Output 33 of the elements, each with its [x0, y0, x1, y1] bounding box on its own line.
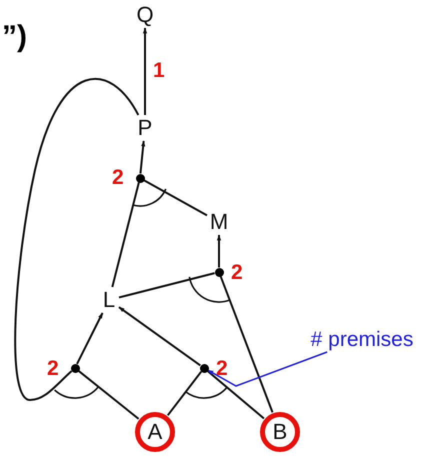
- annotation-text: # premises: [298, 328, 426, 350]
- node-label: A: [148, 421, 162, 443]
- arrow: [76, 312, 104, 364]
- arrow: [142, 27, 148, 115]
- connector-line: [206, 370, 265, 420]
- premise-circle: [260, 412, 300, 452]
- connector-line: [166, 370, 202, 416]
- premise-circle: [135, 412, 175, 452]
- junction-dot: [200, 364, 208, 372]
- node-label: Q: [136, 4, 154, 26]
- connector-line: [14, 78, 140, 401]
- arrow: [139, 140, 146, 174]
- connector-line: [78, 370, 140, 420]
- premise-count: 2: [231, 262, 243, 283]
- node-label: B: [272, 421, 288, 443]
- node-label: M: [209, 211, 229, 233]
- connector-line: [118, 272, 215, 298]
- connector-line: [220, 276, 274, 413]
- node-label: L: [101, 289, 117, 311]
- arrow: [207, 351, 328, 387]
- junction-dot: [70, 364, 80, 372]
- premise-count: 2: [216, 358, 228, 379]
- edge-label: 1: [153, 60, 165, 80]
- premise-count: 2: [47, 358, 59, 379]
- junction-dot: [136, 174, 144, 182]
- arrow: [118, 306, 201, 366]
- premise-count: 2: [112, 167, 124, 188]
- arrow: [216, 234, 222, 268]
- node-label: P: [136, 117, 154, 139]
- connector-line: [111, 182, 140, 288]
- connector-line: [143, 179, 208, 216]
- junction-dot: [214, 268, 224, 276]
- cut-off-text: ”): [2, 22, 27, 52]
